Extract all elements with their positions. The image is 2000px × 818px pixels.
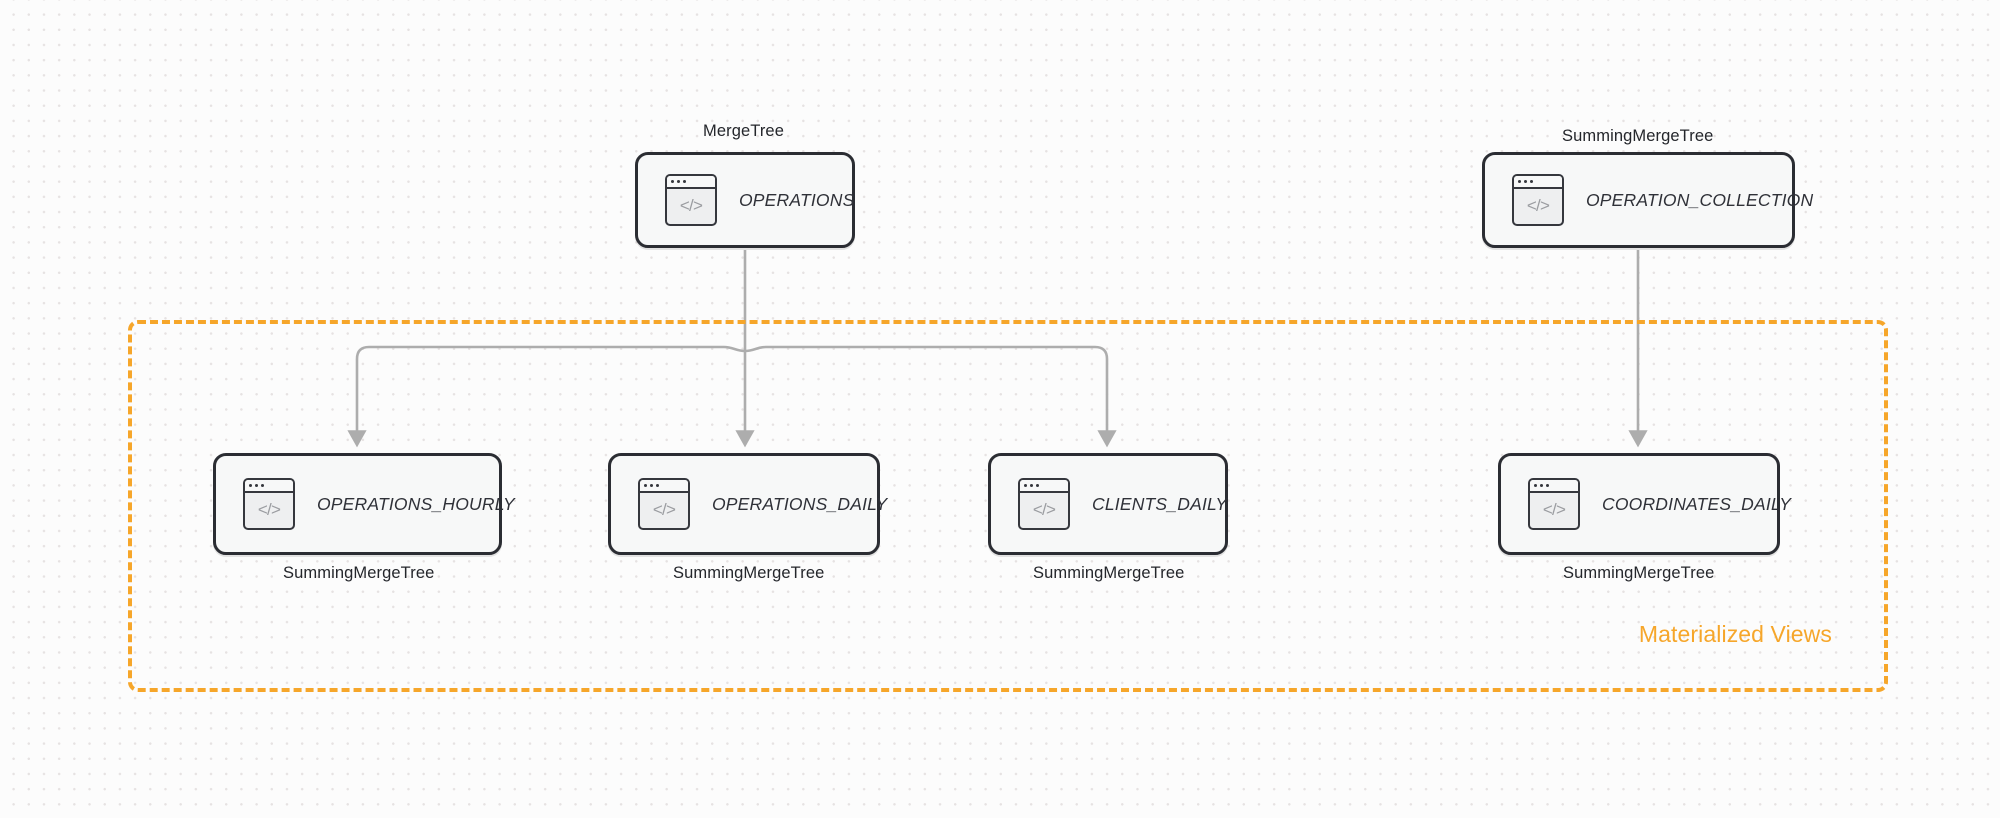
icon-titlebar (640, 480, 688, 493)
engine-label-operations-hourly: SummingMergeTree (283, 564, 435, 582)
icon-dot (1524, 179, 1528, 184)
node-title: OPERATIONS_HOURLY (317, 493, 515, 514)
icon-dot (1540, 483, 1544, 488)
node-operation-collection[interactable]: </> OPERATION_COLLECTION (1482, 152, 1813, 248)
node-coordinates-daily[interactable]: </> COORDINATES_DAILY (1498, 453, 1791, 555)
code-window-icon: </> (638, 478, 690, 530)
code-window-icon: </> (1512, 174, 1564, 226)
materialized-views-label: Materialized Views (1638, 621, 1832, 647)
node-operations-hourly[interactable]: </> OPERATIONS_HOURLY (213, 453, 515, 555)
materialized-views-group: Materialized Views (128, 320, 1888, 692)
icon-titlebar (1530, 480, 1578, 493)
code-window-icon: </> (1018, 478, 1070, 530)
icon-titlebar (667, 176, 715, 189)
icon-code-glyph: </> (1542, 500, 1566, 519)
icon-dot (671, 179, 675, 184)
icon-dot (1530, 179, 1534, 184)
icon-dot (249, 483, 253, 488)
code-window-icon: </> (1528, 478, 1580, 530)
icon-dot (656, 483, 660, 488)
engine-label-operation-collection: SummingMergeTree (1562, 127, 1714, 145)
engine-label-clients-daily: SummingMergeTree (1033, 564, 1185, 582)
icon-dot (1546, 483, 1550, 488)
node-title: OPERATIONS (739, 189, 855, 210)
icon-dot (1030, 483, 1034, 488)
icon-dot (1518, 179, 1522, 184)
engine-label-operations-daily: SummingMergeTree (673, 564, 825, 582)
icon-dot (1024, 483, 1028, 488)
icon-code-glyph: </> (679, 196, 703, 215)
icon-dot (255, 483, 259, 488)
icon-code-glyph: </> (652, 500, 676, 519)
icon-titlebar (1514, 176, 1562, 189)
node-title: CLIENTS_DAILY (1092, 493, 1228, 514)
node-title: OPERATION_COLLECTION (1586, 189, 1814, 210)
code-window-icon: </> (243, 478, 295, 530)
engine-label-coordinates-daily: SummingMergeTree (1563, 564, 1715, 582)
icon-titlebar (1020, 480, 1068, 493)
node-clients-daily[interactable]: </> CLIENTS_DAILY (988, 453, 1228, 555)
icon-dot (1036, 483, 1040, 488)
node-operations[interactable]: </> OPERATIONS (635, 152, 855, 248)
engine-label-operations: MergeTree (703, 122, 784, 140)
icon-code-glyph: </> (257, 500, 281, 519)
icon-dot (650, 483, 654, 488)
icon-dot (683, 179, 687, 184)
icon-code-glyph: </> (1032, 500, 1056, 519)
icon-code-glyph: </> (1526, 196, 1550, 215)
icon-dot (644, 483, 648, 488)
node-title: OPERATIONS_DAILY (712, 493, 888, 514)
node-operations-daily[interactable]: </> OPERATIONS_DAILY (608, 453, 887, 555)
icon-dot (1534, 483, 1538, 488)
icon-dot (261, 483, 265, 488)
icon-titlebar (245, 480, 293, 493)
code-window-icon: </> (665, 174, 717, 226)
node-title: COORDINATES_DAILY (1602, 493, 1792, 514)
icon-dot (677, 179, 681, 184)
